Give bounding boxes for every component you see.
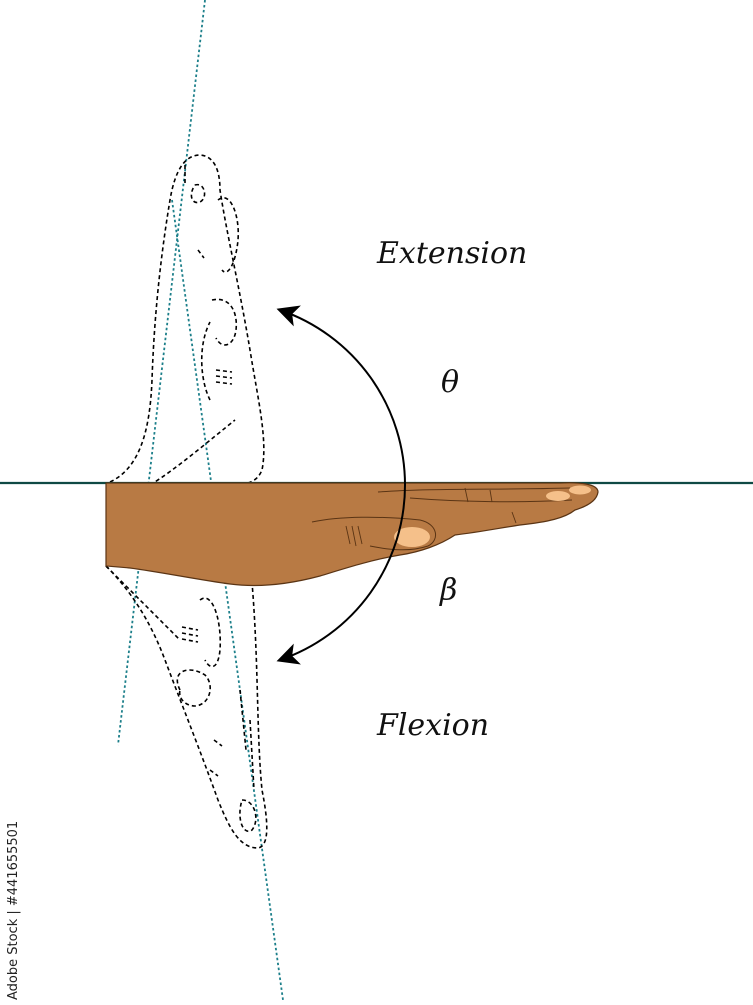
double-headed-arc-arrow-icon [276,305,406,665]
extension-label: Extension [377,236,528,271]
index-nail-icon [546,491,570,501]
stock-watermark: Adobe Stock | #441655501 [6,820,21,1000]
flexion-label: Flexion [377,708,490,743]
flexion-axis-line [171,199,284,1001]
extension-angle-label: θ [441,365,460,400]
extension-axis-line [117,0,206,746]
neutral-hand-icon [105,482,599,587]
extended-hand-outline-icon [109,154,265,486]
thumb-nail-icon [394,527,430,547]
flexion-angle-label: β [440,573,458,608]
middle-nail-icon [569,485,591,495]
